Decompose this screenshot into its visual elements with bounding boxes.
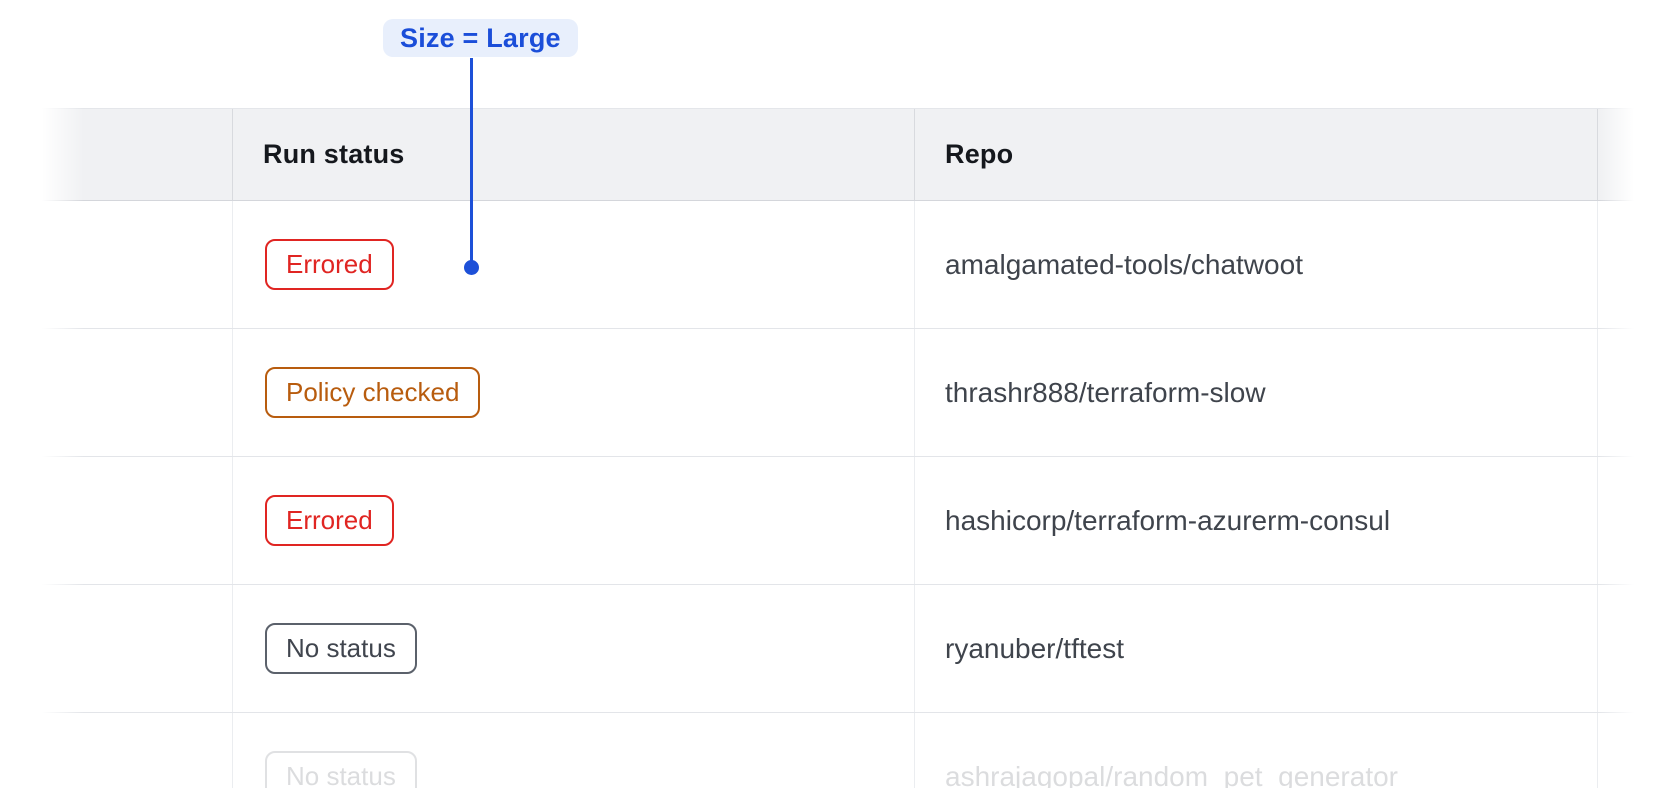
- table-row[interactable]: No status ryanuber/tftest: [0, 585, 1672, 713]
- table-row[interactable]: No status ashrajagopal/random_pet_genera…: [0, 713, 1672, 788]
- row-leading-cell: [0, 457, 233, 584]
- status-badge: No status: [265, 623, 417, 674]
- header-cell-trailing: [1598, 109, 1672, 200]
- row-trailing-cell: [1598, 713, 1672, 788]
- repo-name: ryanuber/tftest: [945, 632, 1124, 664]
- run-status-cell: Errored: [233, 201, 915, 328]
- repo-cell: amalgamated-tools/chatwoot: [915, 201, 1598, 328]
- row-leading-cell: [0, 713, 233, 788]
- row-leading-cell: [0, 329, 233, 456]
- repo-cell: thrashr888/terraform-slow: [915, 329, 1598, 456]
- repo-name: ashrajagopal/random_pet_generator: [945, 760, 1398, 788]
- status-badge: Policy checked: [265, 367, 481, 418]
- run-status-cell: No status: [233, 713, 915, 788]
- row-trailing-cell: [1598, 201, 1672, 328]
- repo-name: amalgamated-tools/chatwoot: [945, 248, 1303, 280]
- run-status-cell: No status: [233, 585, 915, 712]
- table-row[interactable]: Errored hashicorp/terraform-azurerm-cons…: [0, 457, 1672, 585]
- status-badge: Errored: [265, 495, 394, 546]
- row-trailing-cell: [1598, 457, 1672, 584]
- repo-cell: hashicorp/terraform-azurerm-consul: [915, 457, 1598, 584]
- repo-cell: ashrajagopal/random_pet_generator: [915, 713, 1598, 788]
- run-status-cell: Errored: [233, 457, 915, 584]
- repo-cell: ryanuber/tftest: [915, 585, 1598, 712]
- status-badge: No status: [265, 751, 417, 788]
- table-row[interactable]: Errored amalgamated-tools/chatwoot: [0, 201, 1672, 329]
- repo-name: thrashr888/terraform-slow: [945, 376, 1266, 408]
- row-leading-cell: [0, 201, 233, 328]
- table-row[interactable]: Policy checked thrashr888/terraform-slow: [0, 329, 1672, 457]
- row-trailing-cell: [1598, 329, 1672, 456]
- size-large-annotation-pill: Size = Large: [383, 19, 578, 57]
- header-cell-repo: Repo: [915, 109, 1598, 200]
- row-trailing-cell: [1598, 585, 1672, 712]
- row-leading-cell: [0, 585, 233, 712]
- status-badge: Errored: [265, 239, 394, 290]
- repo-name: hashicorp/terraform-azurerm-consul: [945, 504, 1391, 536]
- table-header-row: Run status Repo: [0, 108, 1672, 201]
- run-status-cell: Policy checked: [233, 329, 915, 456]
- header-cell-run-status: Run status: [233, 109, 915, 200]
- runs-table: Run status Repo Errored amalgamated-tool…: [0, 108, 1672, 788]
- header-cell-leading: [0, 109, 233, 200]
